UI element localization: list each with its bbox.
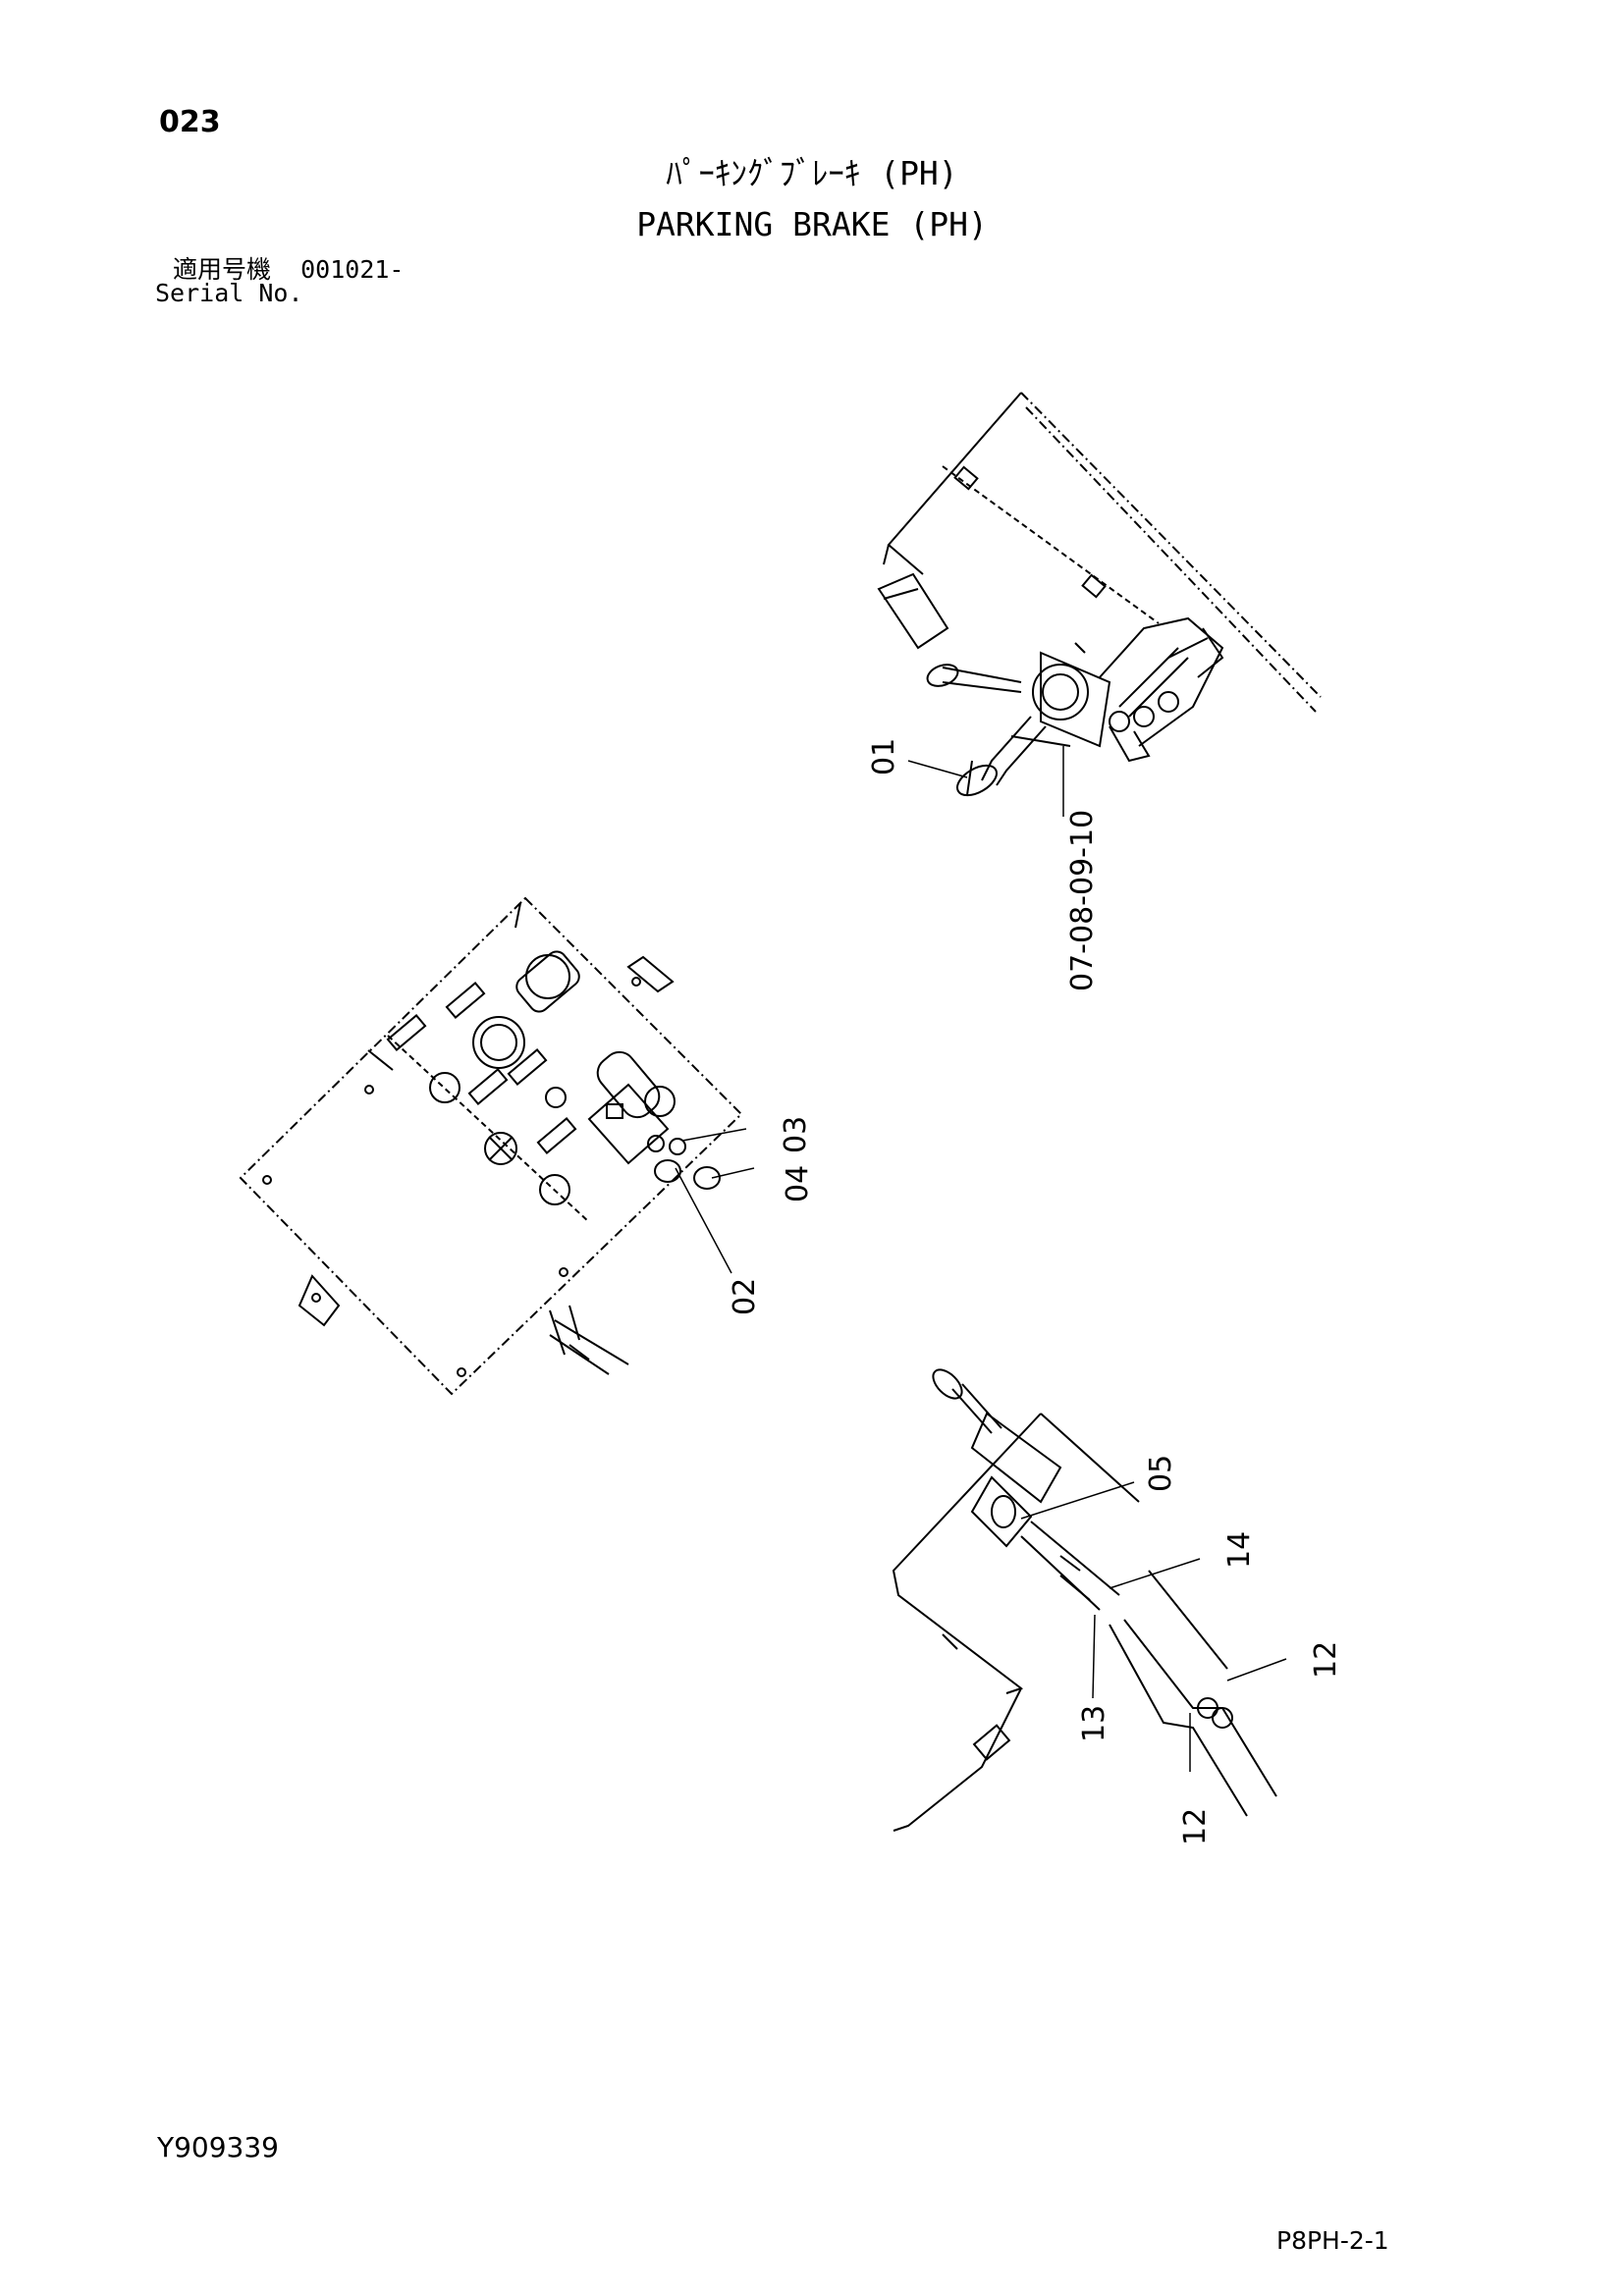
serial-row-japanese: 適用号機 001021- <box>173 257 404 282</box>
callout-numbers: 01 07-08-09-10 03 04 02 05 14 12 13 12 <box>728 738 1343 1845</box>
callout-02: 02 <box>728 1278 762 1315</box>
view-bottom-right <box>892 1368 1277 1832</box>
serial-label-english: Serial No. <box>155 279 303 307</box>
callout-12b: 12 <box>1178 1808 1213 1845</box>
callout-13: 13 <box>1077 1705 1111 1742</box>
serial-range: 001021- <box>300 255 405 284</box>
callout-01: 01 <box>867 738 901 775</box>
callout-05: 05 <box>1144 1455 1178 1492</box>
title-japanese: ﾊﾟｰｷﾝｸﾞﾌﾞﾚｰｷ (PH) <box>666 154 958 192</box>
callout-03: 03 <box>779 1116 813 1153</box>
page-number: 023 <box>159 105 221 139</box>
page-code: P8PH-2-1 <box>1276 2226 1389 2255</box>
view-middle-left <box>239 896 743 1396</box>
callout-04: 04 <box>781 1165 815 1202</box>
document-id: Y909339 <box>157 2131 279 2163</box>
callout-14: 14 <box>1222 1531 1257 1569</box>
callout-12a: 12 <box>1309 1641 1343 1679</box>
serial-label-jp: 適用号機 <box>173 255 272 284</box>
view-top-right <box>877 392 1322 797</box>
callout-leaders <box>675 746 1287 1772</box>
title-english: PARKING BRAKE (PH) <box>636 205 988 243</box>
callout-07-10: 07-08-09-10 <box>1065 810 1100 991</box>
